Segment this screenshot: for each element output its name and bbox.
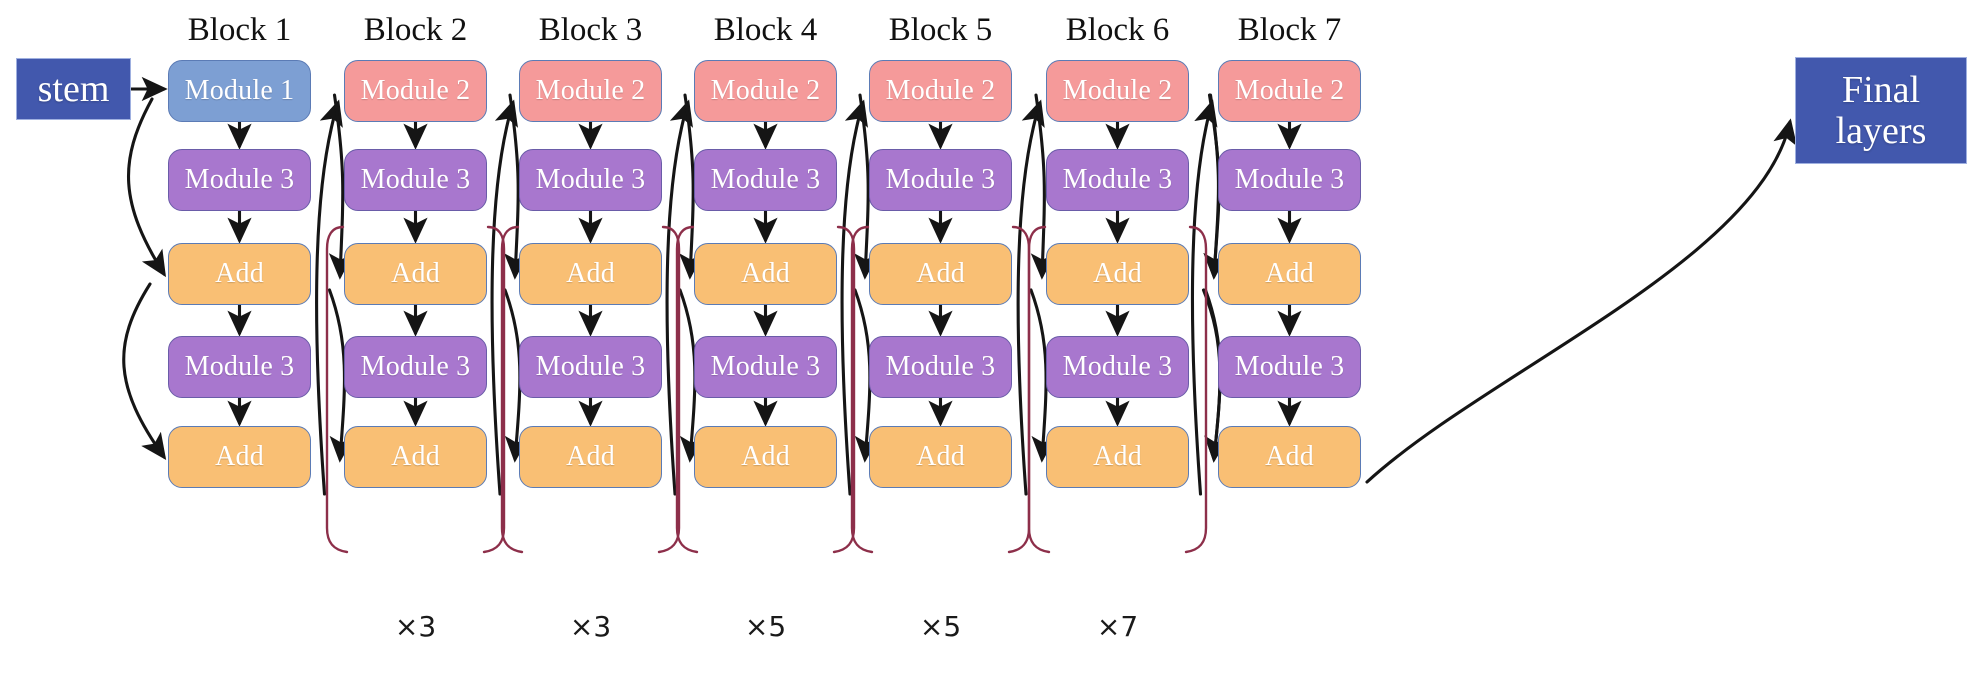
stem-label: stem — [37, 67, 110, 110]
node-b1-r2-module3: Module 3 — [168, 149, 311, 211]
node-b7-r5-add: Add — [1218, 426, 1361, 488]
block-label-1: Block 1 — [187, 12, 292, 48]
node-label: Add — [391, 258, 440, 290]
node-b6-r1-module2: Module 2 — [1046, 60, 1189, 122]
multiplier-label-block2: ×3 — [394, 610, 437, 643]
multiplier-label-block5: ×5 — [919, 610, 962, 643]
node-b3-r4-module3: Module 3 — [519, 336, 662, 398]
node-b7-r4-module3: Module 3 — [1218, 336, 1361, 398]
node-b7-r1-module2: Module 2 — [1218, 60, 1361, 122]
node-b4-r5-add: Add — [694, 426, 837, 488]
multiplier-label-block6: ×7 — [1096, 610, 1139, 643]
node-b5-r3-add: Add — [869, 243, 1012, 305]
node-label: Add — [1265, 441, 1314, 473]
node-label: Module 3 — [1062, 351, 1173, 383]
multiplier-label-block4: ×5 — [744, 610, 787, 643]
node-label: Module 2 — [710, 75, 821, 107]
node-label: Module 3 — [360, 164, 471, 196]
node-label: Add — [215, 258, 264, 290]
node-label: Module 3 — [360, 351, 471, 383]
node-b2-r3-add: Add — [344, 243, 487, 305]
node-label: Module 2 — [535, 75, 646, 107]
node-b4-r4-module3: Module 3 — [694, 336, 837, 398]
node-label: Module 3 — [885, 351, 996, 383]
block-label-6: Block 6 — [1065, 12, 1170, 48]
node-b2-r1-module2: Module 2 — [344, 60, 487, 122]
node-b6-r5-add: Add — [1046, 426, 1189, 488]
node-b4-r3-add: Add — [694, 243, 837, 305]
node-b7-r3-add: Add — [1218, 243, 1361, 305]
node-b2-r2-module3: Module 3 — [344, 149, 487, 211]
node-b3-r2-module3: Module 3 — [519, 149, 662, 211]
node-label: Add — [215, 441, 264, 473]
node-label: Module 3 — [710, 351, 821, 383]
node-label: Add — [391, 441, 440, 473]
node-label: Module 2 — [885, 75, 996, 107]
node-label: Module 1 — [184, 75, 295, 107]
node-b4-r2-module3: Module 3 — [694, 149, 837, 211]
node-b5-r2-module3: Module 3 — [869, 149, 1012, 211]
node-label: Module 3 — [1234, 164, 1345, 196]
final-layers-line1: Final — [1841, 69, 1921, 112]
node-b3-r5-add: Add — [519, 426, 662, 488]
node-label: Module 3 — [710, 164, 821, 196]
node-b3-r1-module2: Module 2 — [519, 60, 662, 122]
node-label: Module 3 — [535, 351, 646, 383]
node-label: Add — [566, 441, 615, 473]
node-label: Module 3 — [1234, 351, 1345, 383]
block-label-5: Block 5 — [888, 12, 993, 48]
node-b3-r3-add: Add — [519, 243, 662, 305]
node-label: Add — [1093, 258, 1142, 290]
node-label: Module 3 — [885, 164, 996, 196]
stem-box: stem — [16, 58, 131, 120]
node-b1-r3-add: Add — [168, 243, 311, 305]
node-b7-r2-module3: Module 3 — [1218, 149, 1361, 211]
final-layers-line2: layers — [1835, 109, 1927, 152]
multiplier-label-block3: ×3 — [569, 610, 612, 643]
node-label: Module 3 — [535, 164, 646, 196]
node-b2-r4-module3: Module 3 — [344, 336, 487, 398]
node-label: Add — [1265, 258, 1314, 290]
node-b5-r4-module3: Module 3 — [869, 336, 1012, 398]
node-label: Module 3 — [1062, 164, 1173, 196]
block-label-4: Block 4 — [713, 12, 818, 48]
node-b6-r2-module3: Module 3 — [1046, 149, 1189, 211]
node-label: Add — [566, 258, 615, 290]
node-b1-r5-add: Add — [168, 426, 311, 488]
node-b4-r1-module2: Module 2 — [694, 60, 837, 122]
node-label: Add — [741, 441, 790, 473]
node-b5-r1-module2: Module 2 — [869, 60, 1012, 122]
block-label-2: Block 2 — [363, 12, 468, 48]
node-b2-r5-add: Add — [344, 426, 487, 488]
node-label: Module 3 — [184, 164, 295, 196]
node-label: Module 2 — [1234, 75, 1345, 107]
node-label: Add — [916, 258, 965, 290]
node-label: Add — [916, 441, 965, 473]
node-b1-r4-module3: Module 3 — [168, 336, 311, 398]
node-b6-r4-module3: Module 3 — [1046, 336, 1189, 398]
node-label: Add — [741, 258, 790, 290]
node-b1-r1-module1: Module 1 — [168, 60, 311, 122]
block-label-7: Block 7 — [1237, 12, 1342, 48]
block-label-3: Block 3 — [538, 12, 643, 48]
node-b6-r3-add: Add — [1046, 243, 1189, 305]
node-label: Module 2 — [360, 75, 471, 107]
node-label: Add — [1093, 441, 1142, 473]
node-b5-r5-add: Add — [869, 426, 1012, 488]
node-label: Module 3 — [184, 351, 295, 383]
node-label: Module 2 — [1062, 75, 1173, 107]
